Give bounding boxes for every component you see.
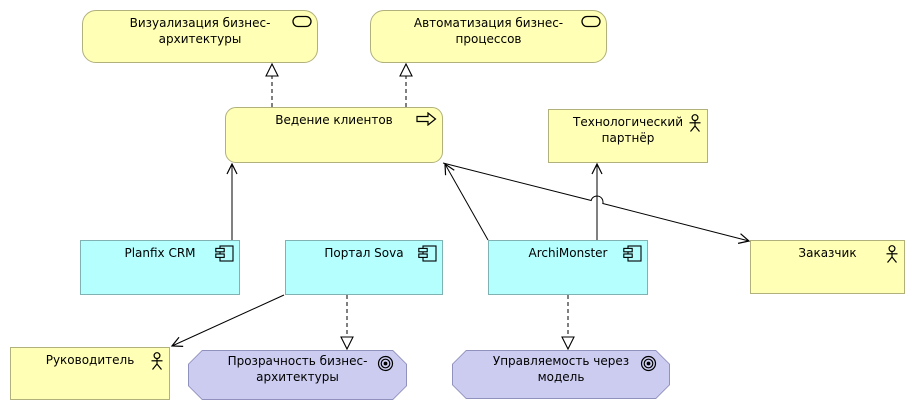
business-actor-tech-partner[interactable]: Технологический партнёр bbox=[548, 109, 708, 163]
node-label: Planfix CRM bbox=[124, 246, 196, 260]
node-label: Визуализация бизнес-архитектуры bbox=[129, 16, 271, 46]
node-label: Управляемость через модель bbox=[492, 354, 630, 384]
business-process-client-management[interactable]: Ведение клиентов bbox=[225, 107, 443, 163]
node-label: Заказчик bbox=[798, 246, 857, 260]
node-label: Портал Sova bbox=[324, 246, 404, 260]
business-service-icon bbox=[581, 15, 601, 28]
application-component-icon bbox=[418, 245, 437, 262]
node-label: Руководитель bbox=[45, 353, 135, 367]
application-component-planfix-crm[interactable]: Planfix CRM bbox=[80, 240, 240, 295]
application-component-archimonster[interactable]: ArchiMonster bbox=[488, 240, 648, 295]
goal-icon bbox=[640, 355, 657, 372]
application-component-portal-sova[interactable]: Портал Sova bbox=[285, 240, 443, 295]
business-process-icon bbox=[416, 111, 437, 127]
serving-archimonster-to-clients[interactable] bbox=[444, 162, 489, 241]
serving-clients-to-customer[interactable] bbox=[442, 162, 751, 244]
node-label: Прозрачность бизнес-архитектуры bbox=[227, 354, 368, 384]
node-label: Ведение клиентов bbox=[275, 113, 393, 127]
business-service-visualization[interactable]: Визуализация бизнес-архитектуры bbox=[82, 10, 318, 63]
node-label: ArchiMonster bbox=[528, 246, 608, 260]
application-component-icon bbox=[215, 245, 234, 262]
business-actor-icon bbox=[688, 114, 702, 133]
business-service-automation[interactable]: Автоматизация бизнес-процессов bbox=[370, 10, 607, 63]
business-actor-icon bbox=[150, 352, 164, 371]
serving-sova-to-manager[interactable] bbox=[170, 294, 285, 348]
goal-manageability[interactable]: Управляемость через модель bbox=[452, 350, 670, 399]
goal-shape bbox=[189, 351, 406, 399]
application-component-icon bbox=[623, 245, 642, 262]
goal-transparency[interactable]: Прозрачность бизнес-архитектуры bbox=[188, 350, 407, 400]
business-service-icon bbox=[292, 15, 312, 28]
node-label: Технологический партнёр bbox=[573, 115, 684, 145]
node-label: Автоматизация бизнес-процессов bbox=[413, 16, 564, 46]
business-actor-icon bbox=[885, 245, 899, 264]
goal-icon bbox=[377, 355, 394, 372]
business-actor-manager[interactable]: Руководитель bbox=[10, 347, 170, 400]
business-actor-customer[interactable]: Заказчик bbox=[750, 240, 905, 294]
goal-shape bbox=[453, 351, 669, 398]
